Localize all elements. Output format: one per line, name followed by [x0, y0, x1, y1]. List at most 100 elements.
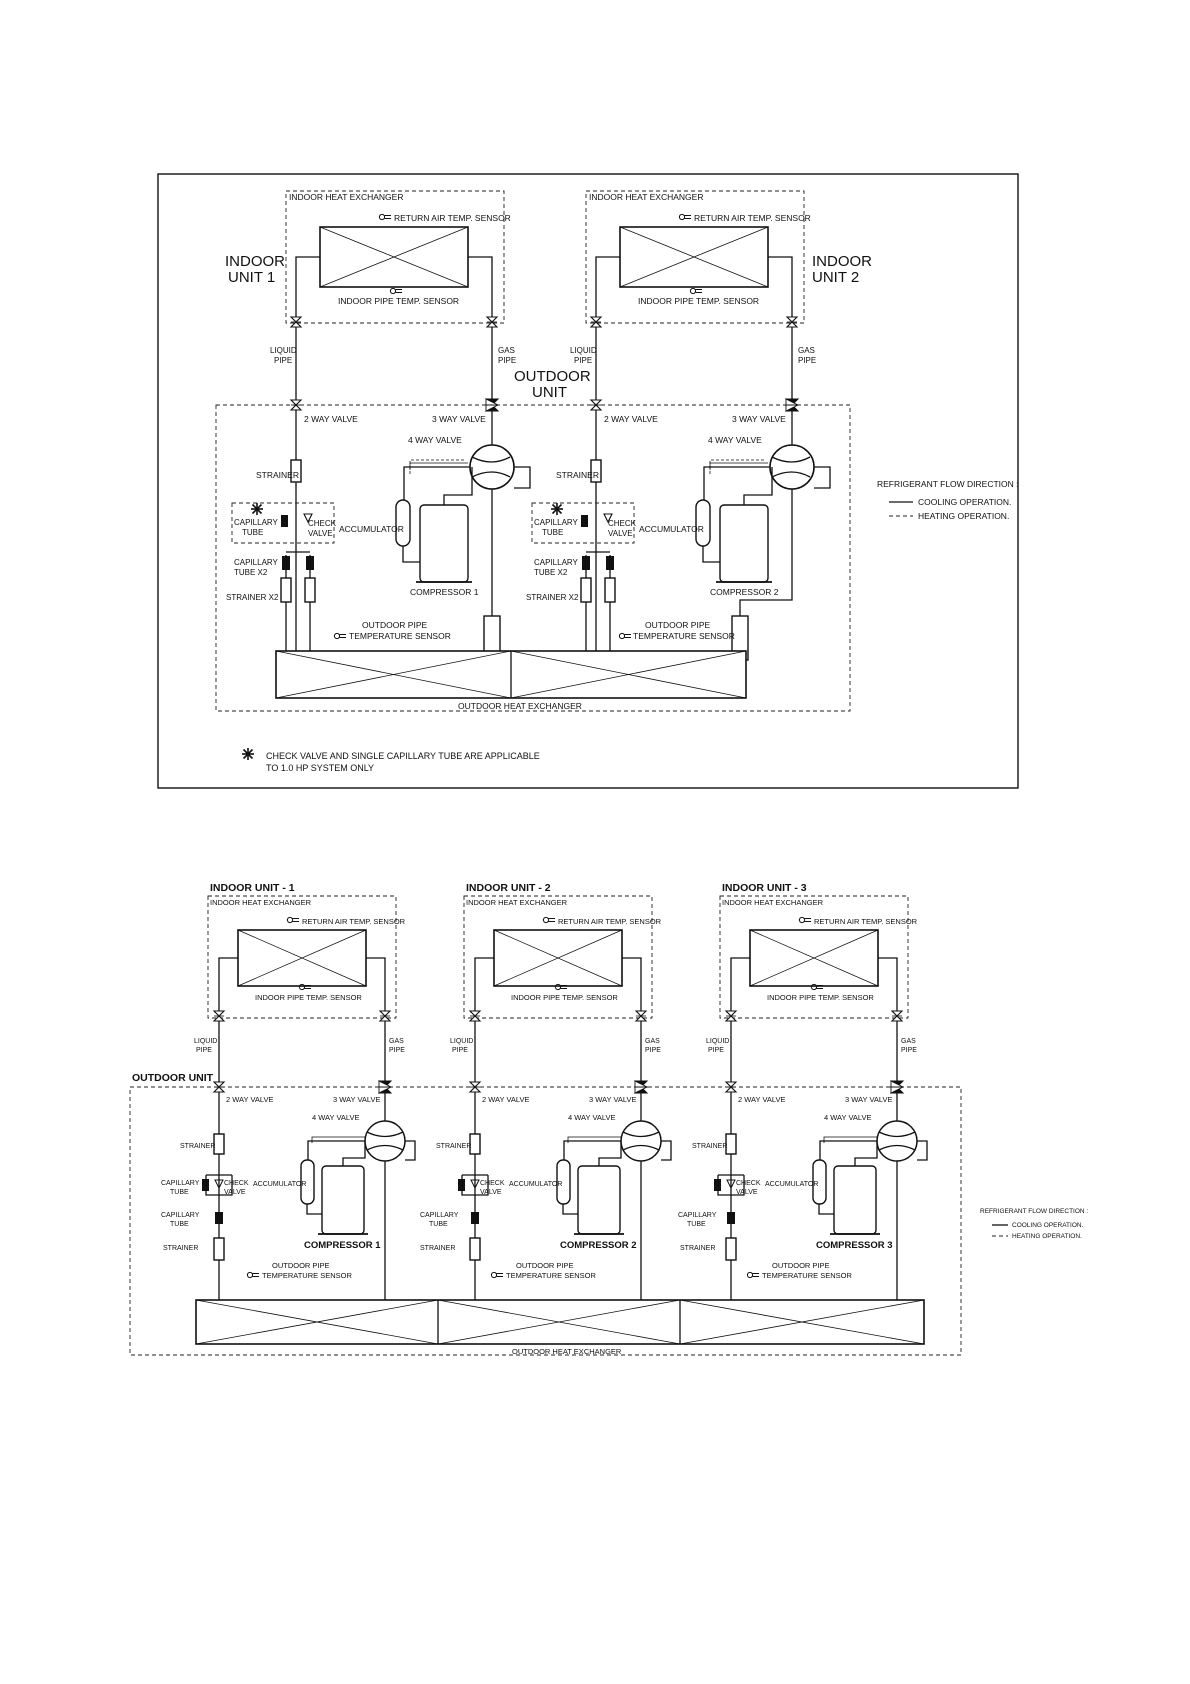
outdoor-circuit-2: LIQUID PIPE GAS PIPE 2 WAY VALVE 3 WAY V… [526, 256, 831, 661]
liquid-pipe-label: PIPE [452, 1047, 468, 1054]
four-way-valve-label: 4 WAY VALVE [708, 435, 762, 445]
check-valve-label: CHECK [480, 1180, 505, 1187]
liquid-pipe-label: LIQUID [570, 346, 597, 355]
check-valve-label: CHECK [224, 1180, 249, 1187]
four-way-valve-body [769, 444, 815, 490]
outdoor-heat-exchanger: OUTDOOR HEAT EXCHANGER [275, 650, 747, 711]
outdoor-pipe-sensor-label: TEMPERATURE SENSOR [633, 631, 735, 641]
capillary-x2-label: TUBE X2 [534, 568, 568, 577]
compressor-icon [419, 504, 469, 583]
check-valve-label: VALVE [224, 1189, 246, 1196]
two-way-valve-label: 2 WAY VALVE [738, 1095, 786, 1104]
check-valve-label: VALVE [608, 529, 633, 538]
outdoor-unit-label: UNIT [532, 384, 567, 401]
three-way-valve-icon [484, 398, 500, 412]
compressor-label: COMPRESSOR 3 [816, 1240, 893, 1251]
accumulator-icon [395, 499, 411, 547]
return-air-sensor-label: RETURN AIR TEMP. SENSOR [694, 213, 811, 223]
two-way-valve-label: 2 WAY VALVE [226, 1095, 274, 1104]
outdoor-pipe-sensor-icon [333, 632, 347, 640]
outdoor-heat-exchanger-label: OUTDOOR HEAT EXCHANGER [458, 701, 582, 711]
outdoor-unit-boundary [215, 404, 851, 712]
strainer-icon [469, 1133, 481, 1155]
accumulator-label: ACCUMULATOR [253, 1181, 306, 1188]
liquid-pipe-label: PIPE [708, 1047, 724, 1054]
gas-pipe-label: GAS [389, 1038, 404, 1045]
four-way-valve-body [364, 1120, 406, 1162]
outdoor-circuit-1: LIQUID PIPE GAS PIPE 2 WAY VALVE 3 WAY V… [226, 256, 531, 661]
indoor-pipe-sensor-label: INDOOR PIPE TEMP. SENSOR [338, 296, 459, 306]
unit-title: INDOOR UNIT - 1 [210, 882, 295, 894]
three-way-valve-label: 3 WAY VALVE [432, 414, 486, 424]
compressor-label: COMPRESSOR 2 [710, 587, 779, 597]
note-symbol-icon [250, 502, 264, 516]
strainer-label: STRAINER [556, 470, 599, 480]
indoor-heat-exchanger-label: INDOOR HEAT EXCHANGER [210, 898, 312, 907]
indoor-heat-exchanger-label: INDOOR HEAT EXCHANGER [589, 192, 703, 202]
outdoor-pipe-sensor-label: OUTDOOR PIPE [645, 620, 711, 630]
check-valve-label: CHECK [736, 1180, 761, 1187]
strainer-icon [590, 459, 602, 483]
indoor-unit-1: INDOOR UNIT - 1 INDOOR HEAT EXCHANGER RE… [161, 882, 416, 1300]
capillary-tube-icon [202, 1179, 209, 1191]
indoor-heat-exchanger-boundary [719, 895, 909, 1019]
outdoor-pipe-sensor-label: OUTDOOR PIPE [516, 1261, 574, 1270]
gas-pipe-label: PIPE [389, 1047, 405, 1054]
strainer-label: STRAINER [692, 1143, 727, 1150]
strainer-label: STRAINER [420, 1245, 455, 1252]
capillary-tube-label: TUBE [429, 1221, 448, 1228]
liquid-pipe-label: LIQUID [450, 1038, 473, 1045]
unit-label: INDOOR [225, 253, 285, 270]
strainer-x2-label: STRAINER X2 [226, 593, 279, 602]
four-way-valve-label: 4 WAY VALVE [824, 1113, 872, 1122]
indoor-gas-valve-icon [786, 316, 798, 328]
capillary-tube-label: TUBE [242, 528, 263, 537]
check-valve-icon [214, 1179, 224, 1190]
two-way-valve-icon [213, 1081, 225, 1093]
outdoor-heat-exchanger: OUTDOOR HEAT EXCHANGER [195, 1299, 925, 1356]
two-way-valve-label: 2 WAY VALVE [482, 1095, 530, 1104]
two-way-valve-icon [590, 399, 602, 411]
capillary-tube-label: CAPILLARY [678, 1212, 717, 1219]
strainer-icon [304, 577, 316, 603]
liquid-pipe-label: LIQUID [194, 1038, 217, 1045]
strainer-icon [213, 1133, 225, 1155]
flow-direction-legend: REFRIGERANT FLOW DIRECTION : COOLING OPE… [980, 1208, 1088, 1240]
indoor-unit-1: INDOOR HEAT EXCHANGER RETURN AIR TEMP. S… [225, 190, 511, 324]
two-way-valve-label: 2 WAY VALVE [304, 414, 358, 424]
indoor-unit-3: INDOOR UNIT - 3 INDOOR HEAT EXCHANGER RE… [678, 882, 928, 1300]
strainer-icon [580, 577, 592, 603]
four-way-valve-label: 4 WAY VALVE [312, 1113, 360, 1122]
accumulator-label: ACCUMULATOR [339, 524, 404, 534]
capillary-tube-label: CAPILLARY [534, 518, 579, 527]
outdoor-pipe-sensor-label: TEMPERATURE SENSOR [349, 631, 451, 641]
liquid-pipe-label: LIQUID [270, 346, 297, 355]
capillary-tube-icon [581, 515, 588, 527]
strainer-icon [725, 1237, 737, 1261]
compressor-icon [833, 1165, 877, 1235]
strainer-label: STRAINER [256, 470, 299, 480]
outdoor-pipe-sensor-icon [746, 1271, 760, 1279]
capillary-tube-icon [471, 1212, 479, 1224]
outdoor-pipe-sensor-label: TEMPERATURE SENSOR [762, 1271, 852, 1280]
outdoor-pipe-sensor-icon [490, 1271, 504, 1279]
indoor-heat-exchanger-boundary [285, 190, 505, 324]
capillary-tube-icon [714, 1179, 721, 1191]
indoor-pipe-sensor-icon [389, 287, 403, 295]
note-symbol-icon [241, 747, 255, 761]
indoor-pipe-sensor-icon [689, 287, 703, 295]
four-way-valve-label: 4 WAY VALVE [408, 435, 462, 445]
check-valve-icon [603, 513, 613, 524]
compressor-icon [321, 1165, 365, 1235]
capillary-tube-icon [582, 556, 590, 570]
indoor-gas-valve-icon [635, 1010, 647, 1022]
capillary-x2-label: TUBE X2 [234, 568, 268, 577]
four-way-valve-body [469, 444, 515, 490]
capillary-tube-icon [458, 1179, 465, 1191]
outdoor-pipe-sensor-label: TEMPERATURE SENSOR [506, 1271, 596, 1280]
check-valve-label: VALVE [308, 529, 333, 538]
three-way-valve-icon [377, 1080, 393, 1094]
two-way-valve-icon [290, 399, 302, 411]
legend-cooling: COOLING OPERATION. [918, 497, 1011, 507]
